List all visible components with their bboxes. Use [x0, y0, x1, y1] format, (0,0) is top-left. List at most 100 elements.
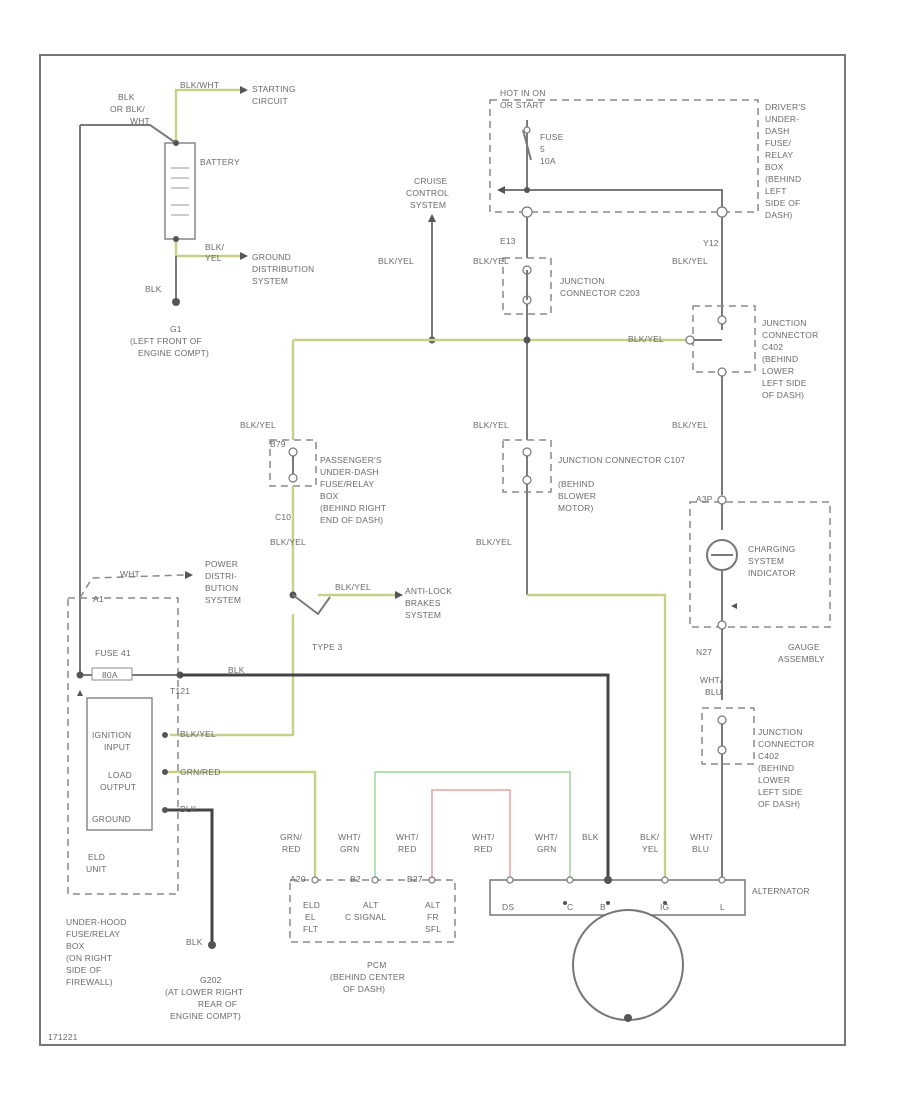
- label-charging-2: SYSTEM: [748, 556, 784, 566]
- label-jc107-3: (BEHIND: [558, 479, 594, 489]
- label-passenger-3: FUSE/RELAY: [320, 479, 374, 489]
- label-jc402b-3: C402: [758, 751, 779, 761]
- text-labels: BLK OR BLK/ WHT BLK/WHT STARTING CIRCUIT…: [48, 80, 825, 1042]
- label-underhood-1: UNDER-HOOD: [66, 917, 127, 927]
- label-gauge-2: ASSEMBLY: [778, 654, 825, 664]
- label-charging-3: INDICATOR: [748, 568, 796, 578]
- label-pcm-pin-1: B2: [350, 874, 361, 884]
- label-drivers-8: LEFT: [765, 186, 787, 196]
- pcm-connector: [289, 771, 571, 943]
- label-blkyel-cruise: BLK/YEL: [378, 256, 414, 266]
- label-charging-1: CHARGING: [748, 544, 795, 554]
- label-hot-2: OR START: [500, 100, 544, 110]
- label-passenger-4: BOX: [320, 491, 339, 501]
- label-pcm-1: PCM: [367, 960, 387, 970]
- label-jc402b-7: OF DASH): [758, 799, 800, 809]
- label-passenger-1: PASSENGER'S: [320, 455, 382, 465]
- label-pcm-2: (BEHIND CENTER: [330, 972, 405, 982]
- label-battery: BATTERY: [200, 157, 240, 167]
- label-blk-g202: BLK: [186, 937, 203, 947]
- label-jc402b-1: JUNCTION: [758, 727, 803, 737]
- label-jc107-4: BLOWER: [558, 491, 596, 501]
- label-pcm-3: OF DASH): [343, 984, 385, 994]
- label-pcm-t2b: FR: [427, 912, 439, 922]
- label-power-3: BUTION: [205, 583, 238, 593]
- label-eld-in-4: OUTPUT: [100, 782, 136, 792]
- label-blkyel-top-2: YEL: [205, 253, 222, 263]
- label-pcm-t2c: SFL: [425, 924, 441, 934]
- label-cruise-3: SYSTEM: [410, 200, 446, 210]
- battery-section: [79, 86, 248, 675]
- label-pcm-t2a: ALT: [425, 900, 441, 910]
- label-c10: C10: [275, 512, 291, 522]
- label-blkyel-bus: BLK/YEL: [628, 334, 664, 344]
- label-bw-2a: WHT/: [396, 832, 419, 842]
- label-blkyel-eld: BLK/YEL: [180, 729, 216, 739]
- label-underhood-5: SIDE OF: [66, 965, 101, 975]
- label-t121: T121: [170, 686, 190, 696]
- label-bw-1b: GRN: [340, 844, 360, 854]
- label-bw-5a: BLK: [582, 832, 599, 842]
- gauge-assembly: [689, 495, 831, 700]
- label-jc402t-4: (BEHIND: [762, 354, 798, 364]
- label-blkyel-right2: BLK/YEL: [672, 420, 708, 430]
- label-g1-2: (LEFT FRONT OF: [130, 336, 202, 346]
- label-blkyel-left3: BLK/YEL: [270, 537, 306, 547]
- label-antilock-1: ANTI-LOCK: [405, 586, 452, 596]
- label-jc402b-5: LOWER: [758, 775, 790, 785]
- label-g1-1: G1: [170, 324, 182, 334]
- label-drivers-3: DASH: [765, 126, 789, 136]
- label-bw-3a: WHT/: [472, 832, 495, 842]
- label-bw-7a: WHT/: [690, 832, 713, 842]
- label-g202-3: REAR OF: [198, 999, 237, 1009]
- label-drivers-10: DASH): [765, 210, 792, 220]
- label-bw-0b: RED: [282, 844, 301, 854]
- label-hot-1: HOT IN ON: [500, 88, 546, 98]
- label-blkyel-top-1: BLK/: [205, 242, 225, 252]
- label-antilock-2: BRAKES: [405, 598, 441, 608]
- eld-unit: [67, 597, 610, 949]
- label-e13: E13: [500, 236, 516, 246]
- label-drivers-1: DRIVER'S: [765, 102, 806, 112]
- label-passenger-6: END OF DASH): [320, 515, 383, 525]
- label-drivers-5: RELAY: [765, 150, 793, 160]
- label-alt-term-3: IG: [660, 902, 669, 912]
- label-bw-4a: WHT/: [535, 832, 558, 842]
- label-gauge-1: GAUGE: [788, 642, 820, 652]
- label-drivers-7: (BEHIND: [765, 174, 801, 184]
- label-fuse5-1: FUSE: [540, 132, 564, 142]
- label-blkyel-mid3: BLK/YEL: [476, 537, 512, 547]
- label-eld-unit-2: UNIT: [86, 864, 107, 874]
- battery-symbol: [164, 142, 196, 240]
- label-wht: WHT: [120, 569, 140, 579]
- label-bw-7b: BLU: [692, 844, 709, 854]
- alternator-symbol: [572, 909, 684, 1021]
- label-jc107-1: JUNCTION CONNECTOR C107: [558, 455, 685, 465]
- label-blkyel-antilock: BLK/YEL: [335, 582, 371, 592]
- label-bw-4b: GRN: [537, 844, 557, 854]
- label-starting-1: STARTING: [252, 84, 296, 94]
- label-passenger-2: UNDER-DASH: [320, 467, 379, 477]
- label-bw-6b: YEL: [642, 844, 659, 854]
- label-antilock-3: SYSTEM: [405, 610, 441, 620]
- label-starting-wire: BLK/WHT: [180, 80, 219, 90]
- label-drivers-2: UNDER-: [765, 114, 799, 124]
- label-alternator: ALTERNATOR: [752, 886, 810, 896]
- label-jc402b-6: LEFT SIDE: [758, 787, 803, 797]
- label-pcm-t1a: ALT: [363, 900, 379, 910]
- label-power-2: DISTRI-: [205, 571, 237, 581]
- label-jc203-1: JUNCTION: [560, 276, 605, 286]
- label-cruise-1: CRUISE: [414, 176, 447, 186]
- label-starting-2: CIRCUIT: [252, 96, 288, 106]
- label-eld-in-3: LOAD: [108, 770, 132, 780]
- label-underhood-2: FUSE/RELAY: [66, 929, 120, 939]
- label-drivers-4: FUSE/: [765, 138, 791, 148]
- label-whtblu-1: WHT/: [700, 675, 723, 685]
- label-jc402b-4: (BEHIND: [758, 763, 794, 773]
- label-n27: N27: [696, 647, 712, 657]
- label-alt-term-2: B: [600, 902, 606, 912]
- label-figure-id: 171221: [48, 1032, 78, 1042]
- label-power-4: SYSTEM: [205, 595, 241, 605]
- label-alt-term-1: C: [567, 902, 573, 912]
